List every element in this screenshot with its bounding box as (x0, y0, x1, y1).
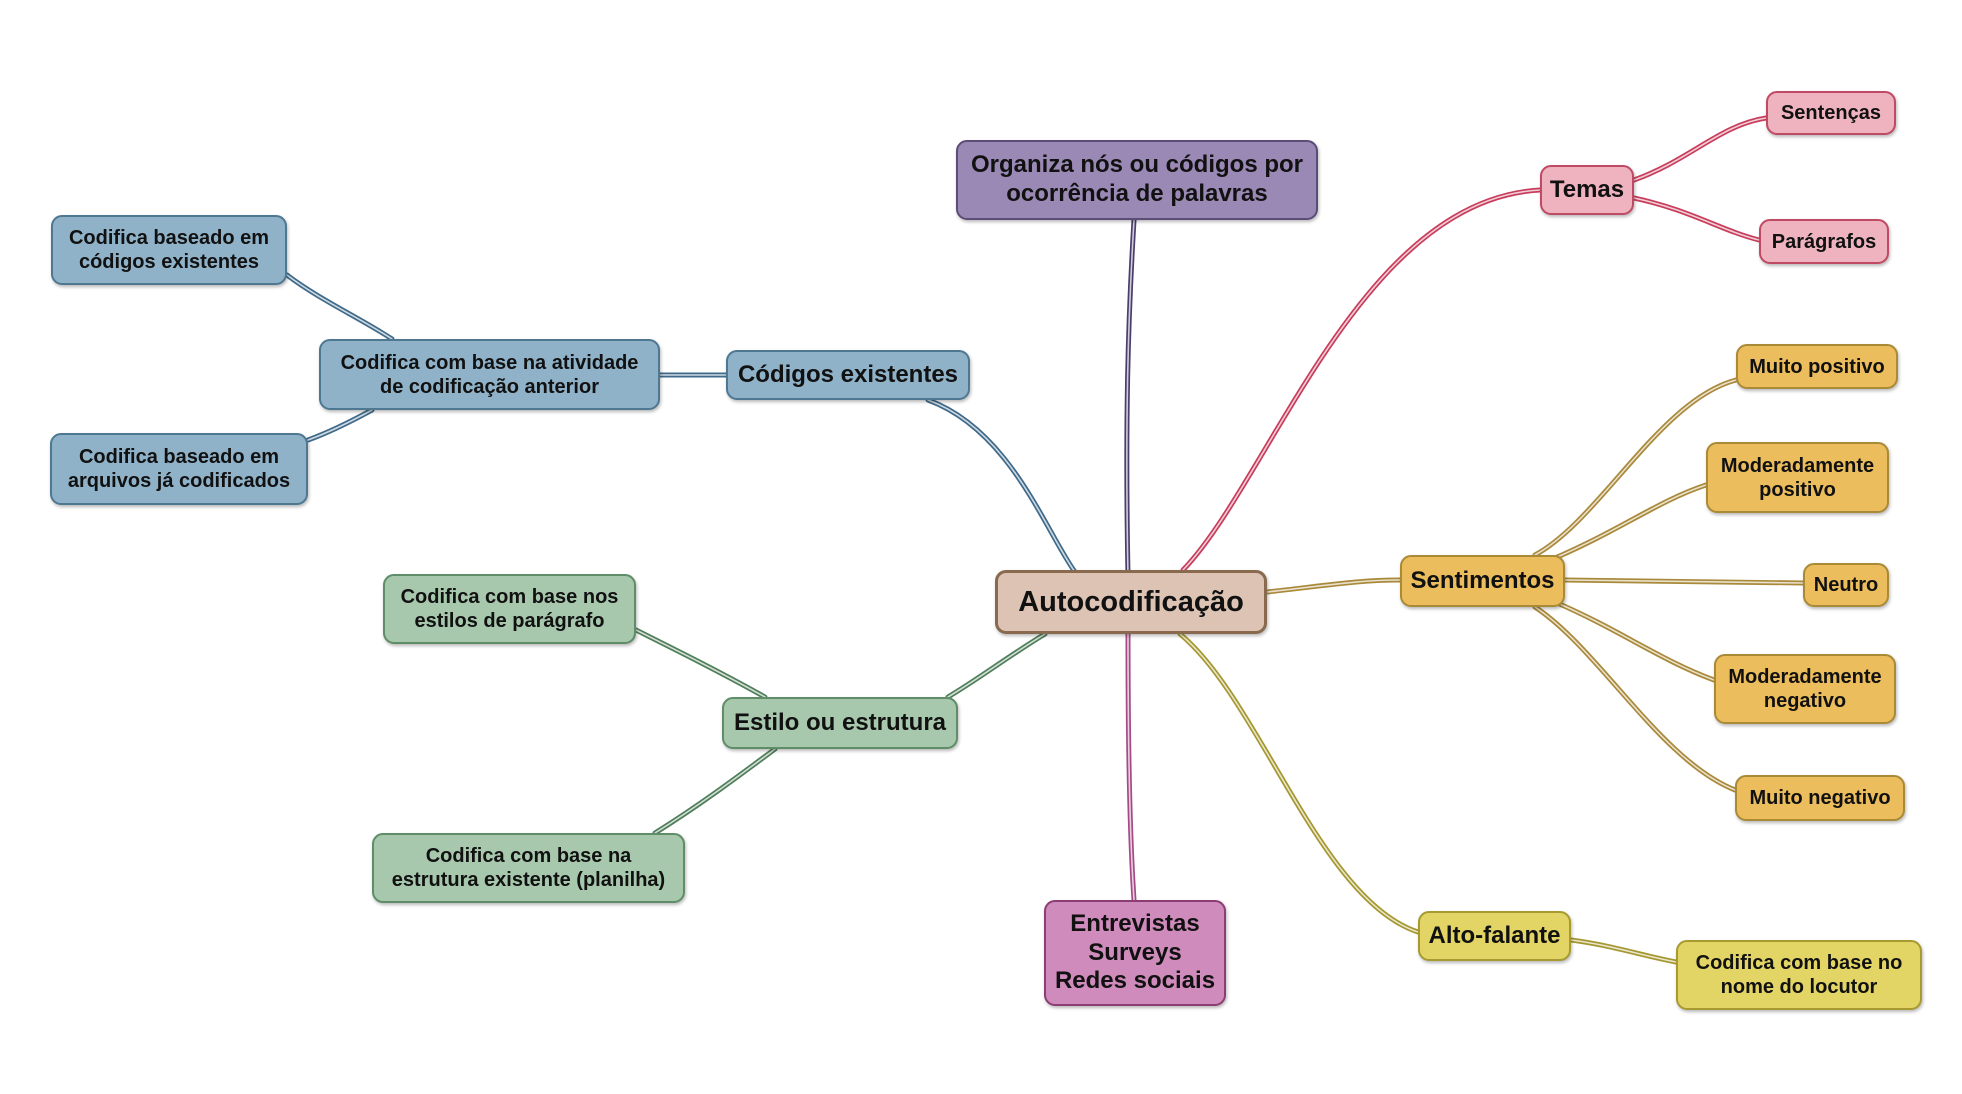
edge-temas-sentencas (1631, 115, 1769, 183)
node-nome-locutor-label: Codifica com base no nome do locutor (1695, 952, 1903, 998)
node-codigos-existentes[interactable]: Códigos existentes (726, 350, 970, 400)
node-entrevistas-label: Entrevistas Surveys Redes sociais (1054, 909, 1216, 995)
node-nome-locutor[interactable]: Codifica com base no nome do locutor (1676, 940, 1922, 1010)
node-muito-negativo-label: Muito negativo (1749, 787, 1891, 809)
root-node-label: Autocodificação (1018, 585, 1244, 618)
edge-sentimentos-muito-positivo (1532, 377, 1739, 558)
node-codigos-label: Códigos existentes (737, 360, 959, 388)
node-alto-falante[interactable]: Alto-falante (1418, 911, 1571, 961)
node-estilo-label: Estilo ou estrutura (733, 708, 947, 736)
connector-lines (284, 115, 1806, 965)
node-atividade-anterior[interactable]: Codifica com base na atividade de codifi… (319, 339, 660, 410)
edge-sentimentos-muito-negativo (1532, 604, 1738, 793)
node-moderadamente-positivo-label: Moderadamente positivo (1720, 454, 1875, 501)
node-moderadamente-positivo[interactable]: Moderadamente positivo (1706, 442, 1889, 513)
node-muito-positivo-label: Muito positivo (1749, 355, 1885, 378)
node-estrutura-planilha-label: Codifica com base na estrutura existente… (391, 845, 666, 891)
edge-root-organiza (1124, 217, 1137, 579)
edge-root-entrevistas (1125, 631, 1137, 903)
node-estilos-paragrafo-label: Codifica com base nos estilos de parágra… (400, 586, 619, 632)
node-codigos-existentes-leaf-label: Codifica baseado em códigos existentes (68, 227, 270, 273)
node-alto-falante-label: Alto-falante (1428, 921, 1561, 949)
node-paragrafos-label: Parágrafos (1771, 230, 1877, 253)
edge-estilo-paragrafo (633, 627, 768, 700)
root-node-autocodificacao[interactable]: Autocodificação (995, 570, 1267, 634)
node-sentencas[interactable]: Sentenças (1766, 91, 1896, 135)
edge-root-alto-falante (1177, 631, 1421, 935)
edge-estilo-planilha (652, 746, 778, 836)
edge-alto-falante-locutor (1568, 937, 1679, 965)
node-temas-label: Temas (1549, 175, 1625, 203)
node-moderadamente-negativo[interactable]: Moderadamente negativo (1714, 654, 1896, 724)
node-entrevistas-surveys-redes[interactable]: Entrevistas Surveys Redes sociais (1044, 900, 1226, 1006)
node-sentimentos[interactable]: Sentimentos (1400, 555, 1565, 607)
edge-atividade-arquivos (305, 407, 375, 443)
node-arquivos-codificados[interactable]: Codifica baseado em arquivos já codifica… (50, 433, 308, 505)
node-neutro[interactable]: Neutro (1803, 563, 1889, 607)
edge-root-sentimentos (1264, 577, 1403, 595)
node-moderadamente-negativo-label: Moderadamente negativo (1728, 666, 1882, 712)
edge-sentimentos-neutro (1562, 577, 1806, 586)
edge-root-temas (1180, 187, 1543, 573)
node-atividade-label: Codifica com base na atividade de codifi… (340, 351, 639, 398)
node-arquivos-label: Codifica baseado em arquivos já codifica… (67, 446, 291, 492)
node-codigos-existentes-leaf[interactable]: Codifica baseado em códigos existentes (51, 215, 287, 285)
node-temas[interactable]: Temas (1540, 165, 1634, 215)
edge-atividade-codigos-leaf (284, 272, 395, 342)
node-sentencas-label: Sentenças (1780, 102, 1882, 124)
edge-sentimentos-mod-positivo (1552, 482, 1709, 561)
edge-temas-paragrafos (1631, 195, 1762, 243)
node-estilos-paragrafo[interactable]: Codifica com base nos estilos de parágra… (383, 574, 636, 644)
edge-root-codigos (925, 397, 1078, 575)
node-neutro-label: Neutro (1813, 574, 1879, 596)
node-organiza-label: Organiza nós ou códigos por ocorrência d… (970, 151, 1303, 207)
edge-root-estilo (945, 631, 1048, 700)
node-muito-positivo[interactable]: Muito positivo (1736, 344, 1898, 389)
node-estrutura-planilha[interactable]: Codifica com base na estrutura existente… (372, 833, 685, 903)
edge-sentimentos-mod-negativo (1552, 599, 1717, 683)
node-muito-negativo[interactable]: Muito negativo (1735, 775, 1905, 821)
node-paragrafos[interactable]: Parágrafos (1759, 219, 1889, 264)
node-sentimentos-label: Sentimentos (1410, 566, 1555, 594)
node-estilo-estrutura[interactable]: Estilo ou estrutura (722, 697, 958, 749)
node-organiza[interactable]: Organiza nós ou códigos por ocorrência d… (956, 140, 1318, 220)
